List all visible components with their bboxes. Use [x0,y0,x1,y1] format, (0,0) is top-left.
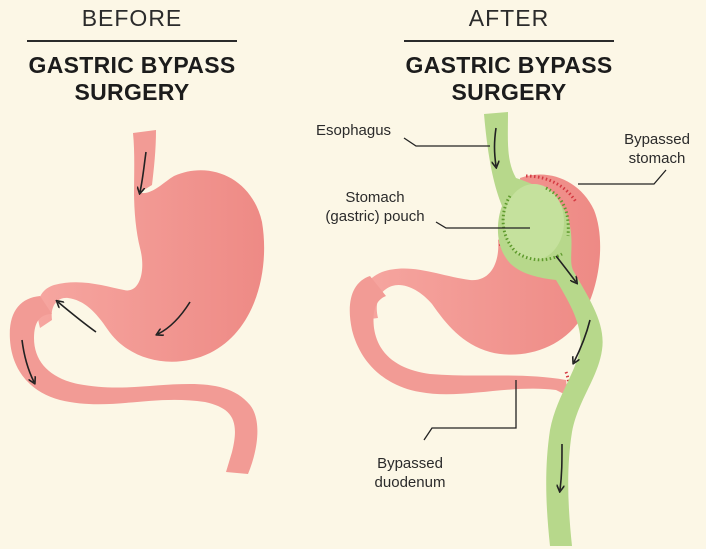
label-stomach-pouch: Stomach (gastric) pouch [312,188,438,226]
pouch-staple-line [501,195,563,262]
leader-bypassed-stomach [578,169,667,185]
label-bypassed-stomach-line2: stomach [628,150,686,167]
after-title-line1: GASTRIC BYPASS [405,52,613,78]
before-title-line2: SURGERY [74,79,190,105]
label-stomach-pouch-line2: (gastric) pouch [325,208,425,225]
pouch-staple-line-right [545,186,570,237]
before-stomach [9,130,265,474]
label-bypassed-stomach: Bypassed stomach [612,130,702,168]
before-arrow-pylorus [58,302,97,333]
label-stomach-pouch-line1: Stomach [345,189,405,206]
staple-line-top [525,174,578,203]
after-arrow-jejunum-mid [574,319,591,362]
label-esophagus: Esophagus [316,122,392,139]
leader-esophagus [403,137,490,147]
label-bypassed-duodenum: Bypassed duodenum [360,454,460,492]
after-title-line2: SURGERY [451,79,567,105]
before-arrow-esophagus [140,151,147,192]
before-arrow-body [158,301,191,334]
before-arrow-duodenum [21,339,34,382]
before-header: BEFORE GASTRIC BYPASS SURGERY [2,0,262,106]
leader-bypassed-duodenum [423,380,517,441]
before-divider [27,40,237,42]
after-arrow-pouch [555,255,576,282]
leader-pouch [435,221,530,229]
before-label: BEFORE [81,5,183,31]
after-label: AFTER [468,5,550,31]
after-food-path [484,112,603,546]
after-arrow-esophagus [495,127,497,166]
after-arrow-jejunum-low [560,443,562,490]
before-title-line1: GASTRIC BYPASS [28,52,236,78]
label-bypassed-duodenum-line2: duodenum [374,474,446,491]
label-bypassed-stomach-line1: Bypassed [624,131,690,148]
after-divider [404,40,614,42]
label-bypassed-duodenum-line1: Bypassed [377,455,443,472]
after-header: AFTER GASTRIC BYPASS SURGERY [379,0,639,106]
